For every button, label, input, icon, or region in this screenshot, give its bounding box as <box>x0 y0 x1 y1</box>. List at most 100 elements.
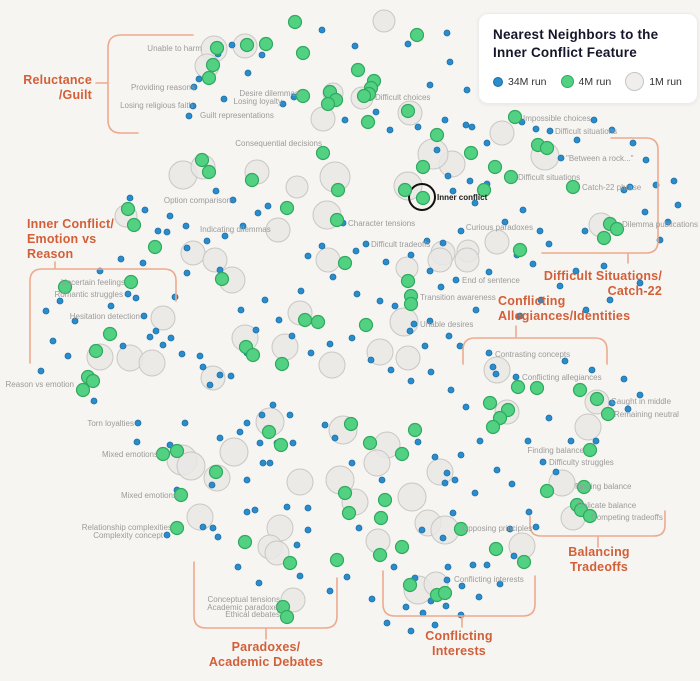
scatter-point-34m-run[interactable] <box>641 208 649 216</box>
scatter-point-4m-run[interactable] <box>539 140 555 156</box>
scatter-point-34m-run[interactable] <box>592 437 600 445</box>
scatter-point-34m-run[interactable] <box>49 337 57 345</box>
scatter-point-34m-run[interactable] <box>221 232 229 240</box>
scatter-point-34m-run[interactable] <box>353 290 361 298</box>
scatter-point-34m-run[interactable] <box>476 437 484 445</box>
scatter-point-34m-run[interactable] <box>457 611 465 619</box>
scatter-point-34m-run[interactable] <box>352 247 360 255</box>
scatter-point-34m-run[interactable] <box>545 414 553 422</box>
scatter-point-34m-run[interactable] <box>407 251 415 259</box>
scatter-point-34m-run[interactable] <box>203 237 211 245</box>
scatter-point-34m-run[interactable] <box>391 302 399 310</box>
scatter-point-34m-run[interactable] <box>557 154 565 162</box>
scatter-point-34m-run[interactable] <box>636 391 644 399</box>
scatter-point-34m-run[interactable] <box>624 405 632 413</box>
scatter-point-4m-run[interactable] <box>237 534 253 550</box>
scatter-point-34m-run[interactable] <box>140 312 148 320</box>
scatter-point-4m-run[interactable] <box>539 483 555 499</box>
scatter-point-34m-run[interactable] <box>64 352 72 360</box>
scatter-point-34m-run[interactable] <box>326 587 334 595</box>
scatter-point-4m-run[interactable] <box>576 479 592 495</box>
scatter-point-34m-run[interactable] <box>421 342 429 350</box>
scatter-point-34m-run[interactable] <box>418 526 426 534</box>
scatter-point-34m-run[interactable] <box>167 334 175 342</box>
scatter-point-1m-run[interactable] <box>395 345 421 371</box>
scatter-point-34m-run[interactable] <box>304 526 312 534</box>
scatter-point-1m-run[interactable] <box>176 451 206 481</box>
scatter-point-34m-run[interactable] <box>237 306 245 314</box>
scatter-point-4m-run[interactable] <box>315 145 331 161</box>
scatter-point-34m-run[interactable] <box>463 86 471 94</box>
scatter-point-4m-run[interactable] <box>147 239 163 255</box>
scatter-point-4m-run[interactable] <box>400 103 416 119</box>
scatter-point-34m-run[interactable] <box>606 296 614 304</box>
scatter-point-4m-run[interactable] <box>279 609 295 625</box>
scatter-point-34m-run[interactable] <box>159 341 167 349</box>
scatter-point-4m-run[interactable] <box>209 40 225 56</box>
scatter-point-34m-run[interactable] <box>525 508 533 516</box>
scatter-point-34m-run[interactable] <box>209 524 217 532</box>
scatter-point-34m-run[interactable] <box>466 177 474 185</box>
scatter-point-1m-run[interactable] <box>219 437 249 467</box>
scatter-point-4m-run[interactable] <box>245 347 261 363</box>
scatter-point-34m-run[interactable] <box>297 287 305 295</box>
scatter-point-34m-run[interactable] <box>146 333 154 341</box>
scatter-point-4m-run[interactable] <box>373 510 389 526</box>
scatter-point-34m-run[interactable] <box>451 476 459 484</box>
scatter-point-34m-run[interactable] <box>387 366 395 374</box>
scatter-point-4m-run[interactable] <box>600 406 616 422</box>
scatter-point-34m-run[interactable] <box>261 296 269 304</box>
scatter-point-34m-run[interactable] <box>227 372 235 380</box>
scatter-point-34m-run[interactable] <box>567 437 575 445</box>
scatter-point-4m-run[interactable] <box>310 314 326 330</box>
scatter-point-34m-run[interactable] <box>343 573 351 581</box>
scatter-point-34m-run[interactable] <box>670 177 678 185</box>
scatter-point-34m-run[interactable] <box>243 508 251 516</box>
scatter-point-4m-run[interactable] <box>320 96 336 112</box>
scatter-point-34m-run[interactable] <box>124 290 132 298</box>
scatter-point-4m-run[interactable] <box>565 179 581 195</box>
scatter-point-4m-run[interactable] <box>362 435 378 451</box>
scatter-point-34m-run[interactable] <box>573 136 581 144</box>
scatter-point-1m-run[interactable] <box>150 305 176 331</box>
scatter-point-34m-run[interactable] <box>443 576 451 584</box>
scatter-point-34m-run[interactable] <box>386 126 394 134</box>
scatter-point-34m-run[interactable] <box>536 227 544 235</box>
scatter-point-34m-run[interactable] <box>367 356 375 364</box>
scatter-point-34m-run[interactable] <box>304 252 312 260</box>
scatter-point-34m-run[interactable] <box>42 307 50 315</box>
scatter-point-4m-run[interactable] <box>88 343 104 359</box>
scatter-point-1m-run[interactable] <box>264 540 290 566</box>
scatter-point-34m-run[interactable] <box>456 342 464 350</box>
scatter-point-1m-run[interactable] <box>186 503 214 531</box>
scatter-point-34m-run[interactable] <box>457 451 465 459</box>
scatter-point-4m-run[interactable] <box>488 541 504 557</box>
scatter-point-34m-run[interactable] <box>220 95 228 103</box>
scatter-point-1m-run[interactable] <box>574 413 602 441</box>
scatter-point-1m-run[interactable] <box>265 217 291 243</box>
scatter-point-34m-run[interactable] <box>239 222 247 230</box>
scatter-point-34m-run[interactable] <box>166 441 174 449</box>
scatter-point-34m-run[interactable] <box>163 531 171 539</box>
scatter-point-34m-run[interactable] <box>483 139 491 147</box>
scatter-point-34m-run[interactable] <box>182 222 190 230</box>
scatter-point-4m-run[interactable] <box>476 182 492 198</box>
scatter-point-34m-run[interactable] <box>439 534 447 542</box>
scatter-point-34m-run[interactable] <box>426 267 434 275</box>
scatter-point-4m-run[interactable] <box>415 190 431 206</box>
scatter-point-4m-run[interactable] <box>126 217 142 233</box>
scatter-point-4m-run[interactable] <box>510 379 526 395</box>
scatter-point-4m-run[interactable] <box>582 508 598 524</box>
scatter-point-4m-run[interactable] <box>596 230 612 246</box>
scatter-point-1m-run[interactable] <box>483 356 511 384</box>
scatter-point-1m-run[interactable] <box>426 458 454 486</box>
scatter-point-34m-run[interactable] <box>154 227 162 235</box>
scatter-point-1m-run[interactable] <box>138 349 166 377</box>
scatter-point-34m-run[interactable] <box>183 269 191 277</box>
scatter-point-34m-run[interactable] <box>254 209 262 217</box>
scatter-point-34m-run[interactable] <box>468 123 476 131</box>
scatter-point-34m-run[interactable] <box>407 627 415 635</box>
scatter-point-4m-run[interactable] <box>403 296 419 312</box>
scatter-point-34m-run[interactable] <box>537 296 545 304</box>
scatter-point-4m-run[interactable] <box>482 395 498 411</box>
